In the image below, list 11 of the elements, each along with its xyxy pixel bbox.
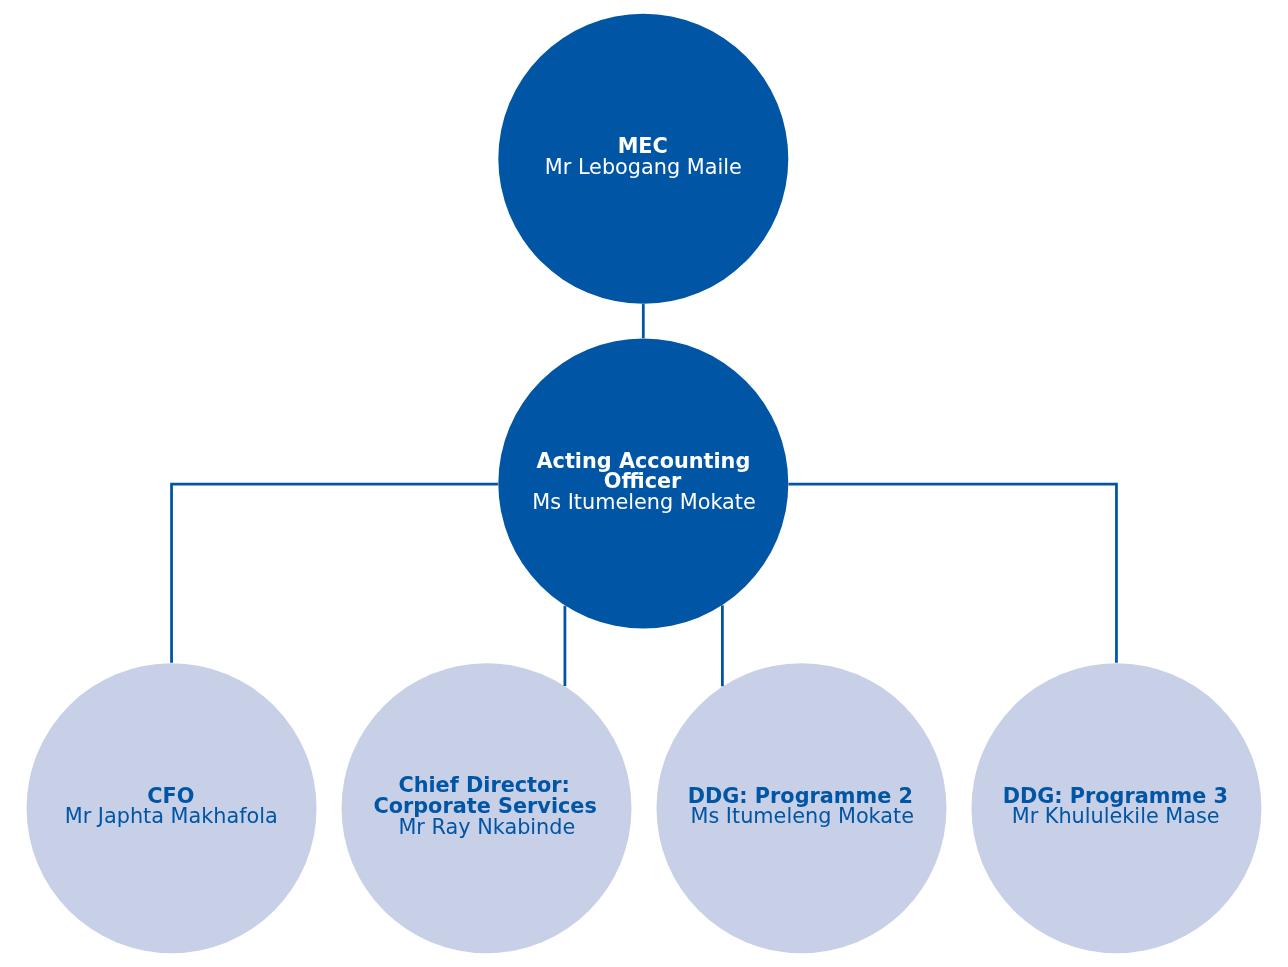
node-circle: DDG: Programme 3 Mr Khululekile Mase — [971, 663, 1262, 954]
node-circle: MEC Mr Lebogang Maile — [498, 13, 789, 304]
connector — [563, 605, 567, 686]
connector — [641, 304, 645, 339]
connector — [170, 482, 498, 663]
connector — [788, 482, 1118, 663]
node-circle: Chief Director: Corporate Services Mr Ray Nkabinde — [341, 663, 632, 954]
connector — [721, 605, 724, 687]
node-circle: DDG: Programme 2 Ms Itumeleng Mokate — [656, 663, 947, 954]
node-circle: Acting Accounting Officer Ms Itumeleng Mokate — [498, 338, 789, 629]
node-circle: CFO Mr Japhta Makhafola — [26, 663, 317, 954]
